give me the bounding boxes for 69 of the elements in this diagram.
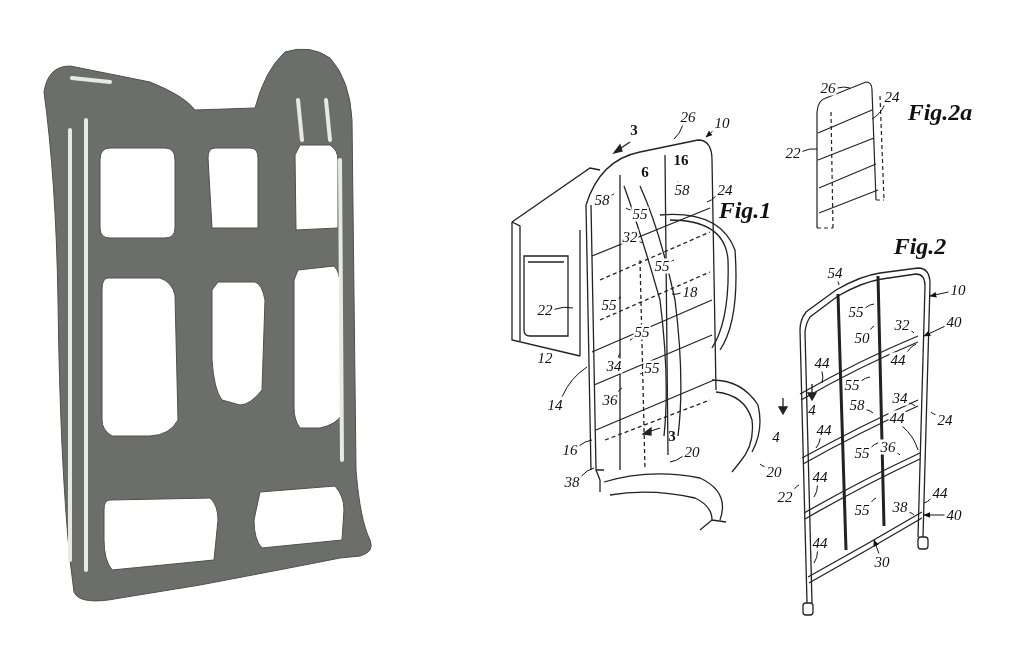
leader-line <box>639 241 643 244</box>
leader-line <box>802 148 818 152</box>
callout-number: 20 <box>765 464 783 480</box>
leader-line <box>706 195 716 203</box>
leader-line <box>759 463 765 468</box>
leader-line <box>866 409 874 414</box>
callout-number: 10 <box>949 282 967 298</box>
leader-line <box>673 125 684 140</box>
reference-number: 3 <box>630 122 638 138</box>
reference-number: 4 <box>772 429 780 445</box>
leader-line <box>815 438 821 449</box>
frame-ladder-patent-drawing <box>816 81 885 229</box>
callout-number: 22 <box>776 489 794 505</box>
leader-line <box>870 325 875 330</box>
leader-line <box>671 292 681 295</box>
leader-line <box>581 467 595 477</box>
leader-line <box>639 372 643 375</box>
callout-number: 10 <box>713 115 731 131</box>
reference-number: 12 <box>537 350 553 366</box>
leader-arrow <box>923 512 945 518</box>
leader-line <box>554 306 574 310</box>
figure-label: Fig.2 <box>893 234 947 258</box>
leader-line <box>618 387 623 392</box>
leader-arrow <box>873 539 880 554</box>
leader-line <box>625 207 631 211</box>
reference-number: 16 <box>673 152 689 168</box>
leader-line <box>902 426 919 451</box>
callout-number: 26 <box>679 109 697 125</box>
leader-line <box>629 337 633 341</box>
leader-line <box>618 296 622 300</box>
leader-line <box>611 193 615 196</box>
figure-label: Fig.1 <box>718 198 772 222</box>
callout-number: 44 <box>931 485 949 501</box>
leader-line <box>871 105 885 120</box>
leader-line <box>813 551 818 564</box>
callout-number: 40 <box>945 314 963 330</box>
callout-number: 40 <box>945 507 963 523</box>
leader-line <box>923 498 931 504</box>
leader-line <box>907 343 917 353</box>
reference-number: 4 <box>808 402 816 418</box>
leader-line <box>669 455 683 463</box>
leader-line <box>871 442 879 448</box>
leader-line <box>821 371 824 384</box>
leader-line <box>861 376 871 382</box>
frame-patent-drawing <box>799 267 931 616</box>
leader-line <box>813 485 818 498</box>
leader-line <box>909 402 916 407</box>
leader-arrow <box>929 291 949 298</box>
leader-line <box>911 330 915 334</box>
leader-line <box>930 411 936 416</box>
reference-number: 3 <box>668 428 676 444</box>
callout-number: 22 <box>784 145 802 161</box>
leader-arrow <box>705 130 713 138</box>
leader-line <box>579 439 593 447</box>
leader-line <box>671 259 675 262</box>
reference-number: 6 <box>641 164 649 180</box>
leader-line <box>677 180 679 182</box>
leader-line <box>837 281 840 286</box>
figure-label: Fig.2a <box>907 100 973 124</box>
leader-line <box>617 353 621 358</box>
leader-line <box>897 452 901 456</box>
callout-number: 24 <box>883 89 901 105</box>
leader-line <box>837 86 851 89</box>
leader-arrow <box>923 325 945 337</box>
leader-line <box>794 484 800 490</box>
leader-line <box>909 511 915 516</box>
callout-number: 24 <box>936 412 954 428</box>
leader-line <box>561 366 588 397</box>
leader-line <box>871 497 877 503</box>
